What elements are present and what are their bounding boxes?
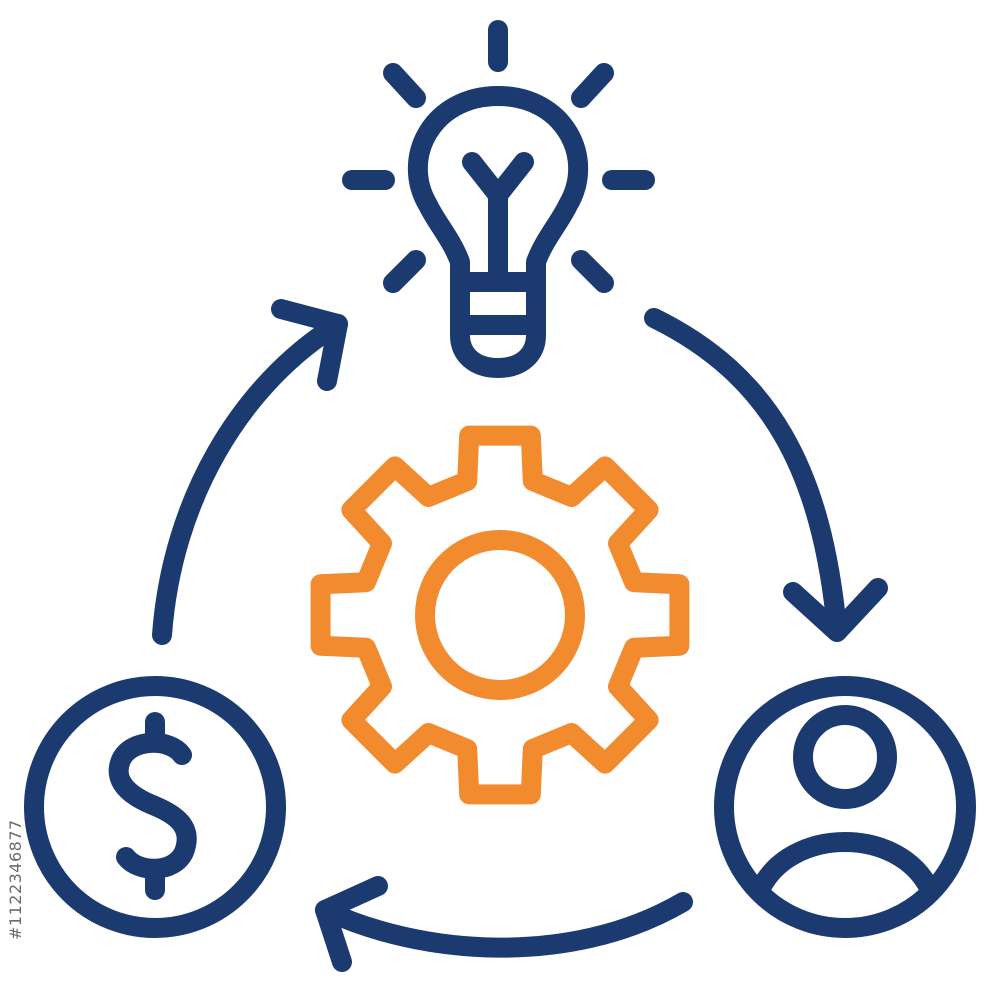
user-icon <box>714 676 976 938</box>
gear-center-hole <box>415 530 585 700</box>
light-ray-upper-left <box>383 63 426 108</box>
lightbulb-icon <box>408 86 588 378</box>
arrow-user-to-dollar <box>315 892 693 958</box>
gear-outline <box>310 425 690 805</box>
dollar-sign-s <box>108 732 197 879</box>
dollar-icon <box>24 676 286 938</box>
light-ray-lower-right <box>571 250 614 293</box>
user-head <box>793 705 897 809</box>
arrow-bulb-to-user <box>644 308 847 640</box>
arrow-bulb-to-user-head <box>783 578 888 642</box>
bulb-base <box>450 272 546 378</box>
cycle-arrows <box>152 299 888 972</box>
light-ray-upper-right <box>571 63 614 108</box>
arrow-dollar-to-bulb-head <box>271 299 348 391</box>
arrow-user-to-dollar-head <box>315 876 388 972</box>
gear-icon <box>310 425 690 805</box>
light-ray-lower-left <box>383 250 426 293</box>
user-shoulders <box>750 832 940 900</box>
bulb-glass <box>408 86 588 292</box>
bulb-filament <box>462 152 534 292</box>
stock-id-watermark: #1122346877 <box>6 819 25 940</box>
dollar-coin-circle <box>24 676 286 938</box>
light-rays <box>342 20 655 293</box>
arrow-dollar-to-bulb <box>152 314 348 645</box>
user-frame-circle <box>714 676 976 938</box>
